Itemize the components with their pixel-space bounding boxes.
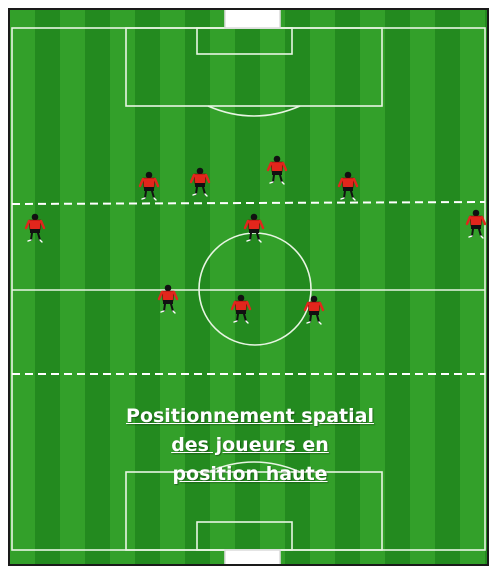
grass-stripe [460, 10, 485, 564]
top-goal [225, 10, 280, 28]
diagram-caption: Positionnement spatial des joueurs en po… [50, 402, 450, 489]
diagram-frame: Positionnement spatial des joueurs en po… [8, 8, 489, 566]
caption-line-1: Positionnement spatial [50, 402, 450, 431]
grass-stripe [10, 10, 35, 564]
caption-line-3: position haute [50, 460, 450, 489]
bottom-goal [225, 550, 280, 564]
caption-line-2: des joueurs en [50, 431, 450, 460]
